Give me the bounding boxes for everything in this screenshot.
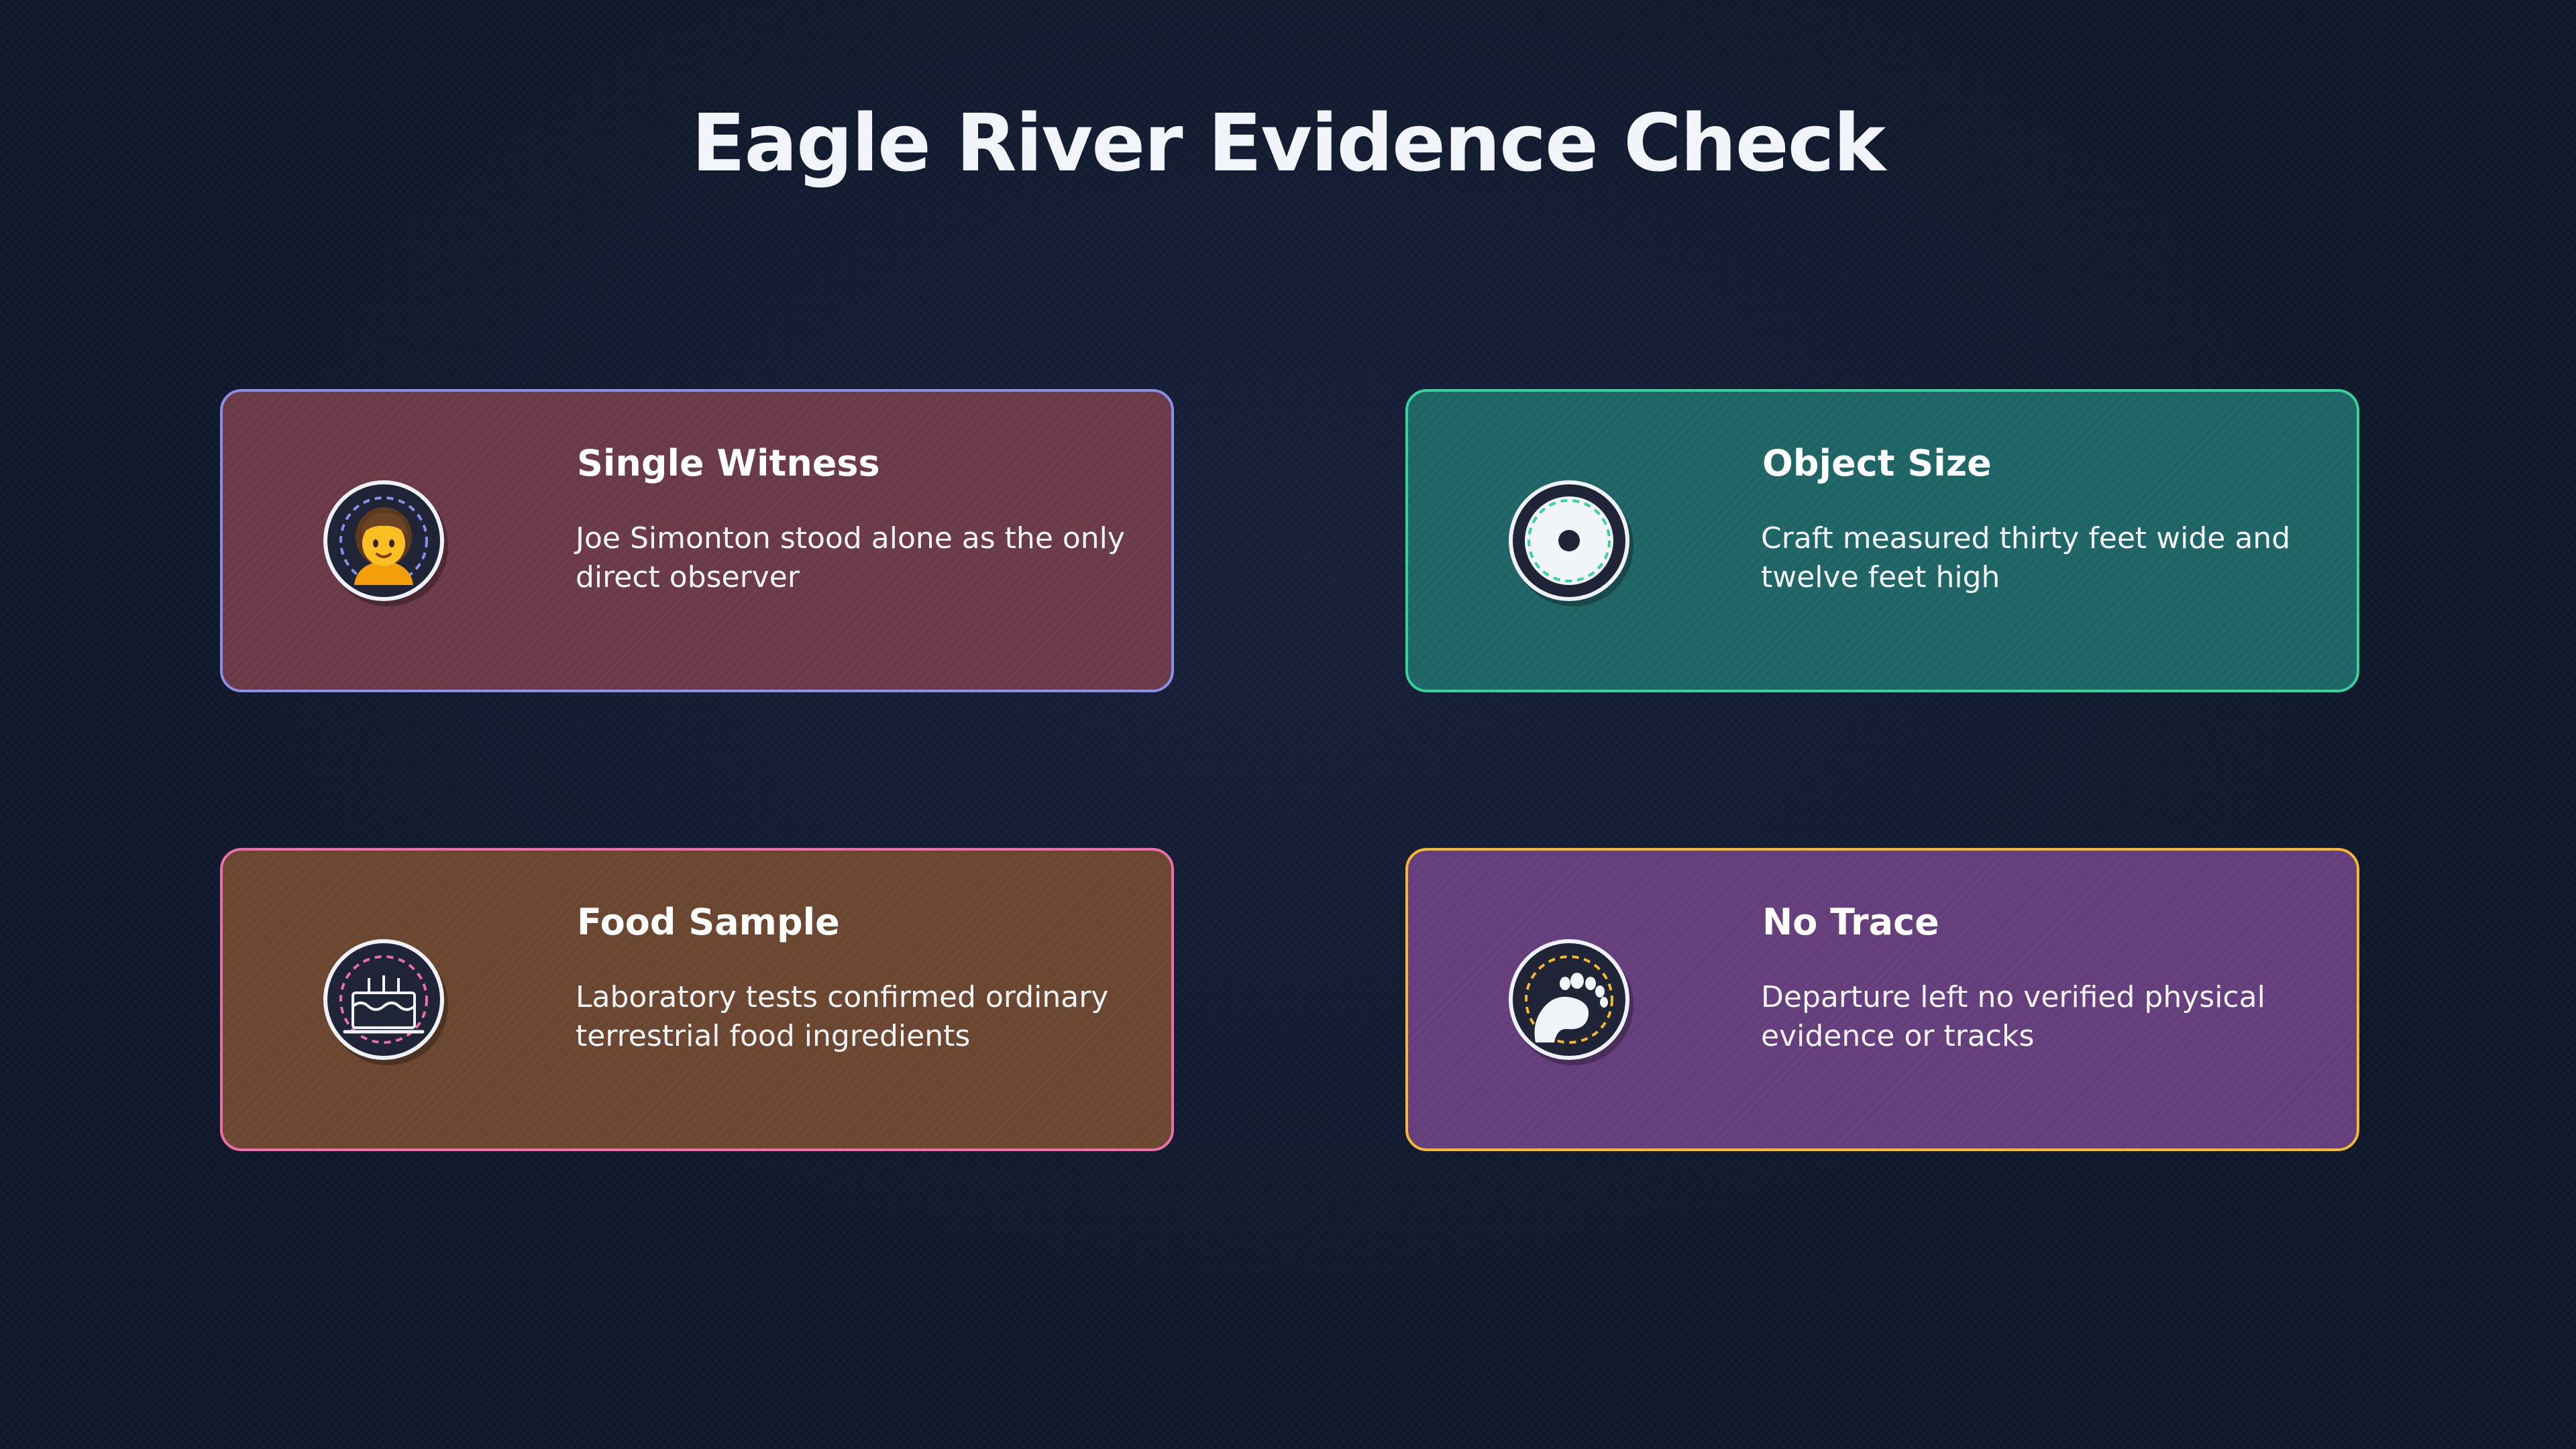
disc-icon-badge [1509, 480, 1629, 601]
card-description: Joe Simonton stood alone as the only dir… [576, 521, 1125, 594]
cake-icon-badge [323, 939, 444, 1060]
card-title: No Trace [1762, 901, 1939, 943]
card-description: Craft measured thirty feet wide and twel… [1761, 521, 2291, 594]
person-icon-badge [323, 480, 444, 601]
person-icon [339, 496, 428, 585]
evidence-card-object-size: Object Size Craft measured thirty feet w… [1405, 389, 2359, 692]
footprint-icon [1525, 955, 1613, 1044]
disc-icon [1525, 496, 1613, 585]
card-description: Departure left no verified physical evid… [1761, 980, 2265, 1053]
card-title: Food Sample [577, 901, 840, 943]
evidence-card-food-sample: Food Sample Laboratory tests confirmed o… [220, 848, 1174, 1151]
evidence-card-single-witness: Single Witness Joe Simonton stood alone … [220, 389, 1174, 692]
card-title: Object Size [1762, 442, 1992, 484]
evidence-card-no-trace: No Trace Departure left no verified phys… [1405, 848, 2359, 1151]
card-description: Laboratory tests confirmed ordinary terr… [576, 980, 1109, 1053]
footprint-icon-badge [1509, 939, 1629, 1060]
page-title: Eagle River Evidence Check [691, 97, 1886, 189]
card-title: Single Witness [577, 442, 880, 484]
cake-icon [339, 955, 428, 1044]
